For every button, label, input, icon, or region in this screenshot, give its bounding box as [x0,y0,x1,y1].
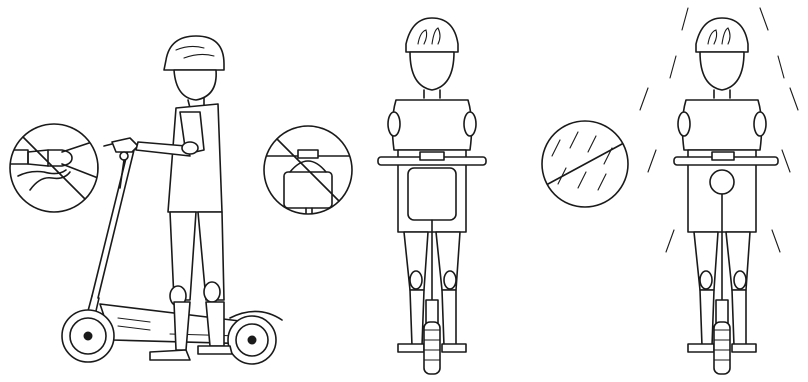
front-view-rider-right [674,18,778,374]
callout-no-grip-modification [10,124,98,212]
front-view-rider-center [378,18,486,374]
helmet-icon [406,18,458,52]
hanging-bag [408,168,456,220]
headlight [710,170,734,194]
callout-no-rain [542,121,628,207]
helmet-icon [696,18,748,52]
helmet-icon [164,36,224,70]
callout-no-hanging-bag [262,126,354,230]
